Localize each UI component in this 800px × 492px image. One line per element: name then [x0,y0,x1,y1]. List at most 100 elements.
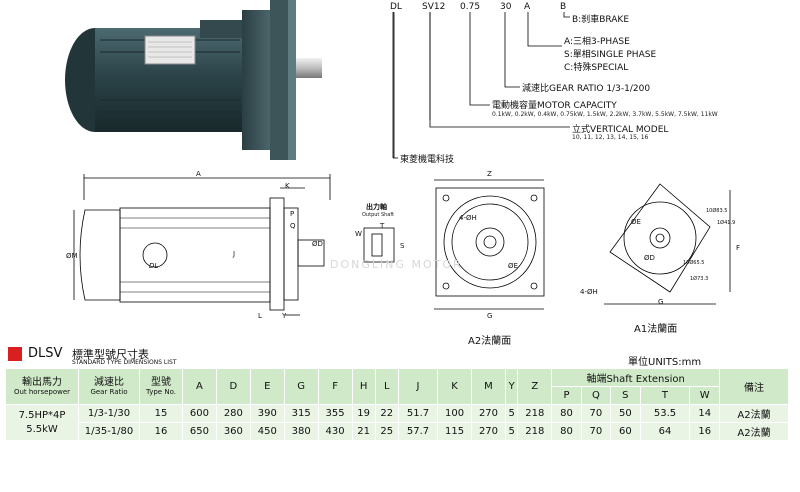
shaft-cell: 80 [551,422,582,441]
a2-label-g: G [487,312,493,320]
code-part-ratio: 30 [500,2,512,12]
code-brake-line: B:刹車BRAKE [572,15,630,25]
code-part-series: SV12 [422,2,446,12]
header-dim: H [351,368,376,405]
dim-cell: 5 [504,404,519,423]
section-title-bar: DLSV 標準型號尺寸表 STANDARD TYPE DIMENSIONS LI… [0,345,800,368]
type-cell: 16 [139,422,183,441]
table-row: 1/35-1/80 16 650 360 450 380 430 21 25 5… [6,422,789,441]
motor-photo [65,0,322,160]
dim-label-d: ØD [312,240,323,248]
code-three-phase-line: A:三相3-PHASE [564,37,630,47]
header-dim: L [374,368,399,405]
a1-label-dim2: 10Ø83.5 [706,208,728,214]
header-dim: G [283,368,319,405]
a1-label-g: G [658,298,664,306]
shaft-cell: 16 [689,422,720,441]
a1-label-f: F [736,244,741,252]
dim-cell: 270 [471,422,506,441]
header-dim: K [437,368,473,405]
section-title-cn: 標準型號尺寸表 [72,348,149,361]
header-shaft: P [551,386,582,405]
dim-label-k: K [285,182,290,190]
code-capacity-options: 0.1kW, 0.2kW, 0.4kW, 0.75kW, 1.5kW, 2.2k… [492,111,718,118]
code-special-line: C:特殊SPECIAL [564,63,629,73]
dim-cell: 600 [182,404,217,423]
header-note: 備注 [719,368,789,405]
shaft-cell: 14 [689,404,720,423]
type-cell: 15 [139,404,183,423]
shaft-subtitle: Output Shaft [362,212,394,218]
units-label: 單位UNITS:mm [628,357,702,368]
header-dim: A [182,368,217,405]
header-dim: J [397,368,439,405]
code-part-phase: A [524,2,531,12]
dim-label-q: Q [290,222,296,230]
header-dim: F [317,368,353,405]
code-company-line: 東菱機電科技 [400,155,455,165]
header-dim: Y [504,368,519,405]
code-gear-ratio-line: 減速比GEAR RATIO 1/3-1/200 [522,84,651,94]
dim-cell: 355 [317,404,353,423]
top-section: DL SV12 0.75 30 A B B:刹車BRAKE A:三相3-PHAS… [0,0,800,170]
shaft-cell: 64 [639,422,691,441]
dim-cell: 19 [351,404,376,423]
header-shaft: T [639,386,691,405]
shaft-cell: 70 [580,404,612,423]
header-shaft: W [689,386,720,405]
dim-cell: 650 [182,422,217,441]
a1-label-d: ØD [644,254,655,262]
note-cell: A2法蘭 [719,404,789,423]
code-vertical-options: 10, 11, 12, 13, 14, 15, 16 [572,134,649,141]
dim-label-j: J [233,250,236,258]
dim-label-y: Y [282,312,287,320]
dim-label-m: ØM [66,252,78,260]
note-cell: A2法蘭 [719,422,789,441]
section-title-en: STANDARD TYPE DIMENSIONS LIST [72,359,177,366]
side-view-drawing [73,174,331,316]
shaft-detail-drawing [363,227,395,263]
shaft-cell: 53.5 [639,404,691,423]
dimension-drawings: A K P Q ØD ØM J L Y DL 出力軸 Output Shaft … [0,170,800,347]
a2-flange-drawing [434,179,545,310]
section-code: DLSV [28,346,63,361]
dim-cell: 380 [283,422,319,441]
dim-cell: 315 [283,404,319,423]
dim-label-a: A [196,170,201,178]
dim-cell: 21 [351,422,376,441]
dim-cell: 270 [471,404,506,423]
code-part-dl: DL [390,2,402,12]
a2-label-z: Z [487,170,492,178]
ratio-cell: 1/3-1/30 [78,404,140,423]
shaft-cell: 70 [580,422,612,441]
code-vertical-model-line: 立式VERTICAL MODEL [572,125,669,135]
model-code-breakdown: DL SV12 0.75 30 A B B:刹車BRAKE A:三相3-PHAS… [370,0,800,170]
dim-cell: 115 [437,422,473,441]
a1-label-holes: 4-ØH [580,288,598,296]
dim-cell: 218 [517,404,553,423]
code-leader-lines [392,12,570,159]
dim-cell: 450 [249,422,285,441]
header-shaft-group: 軸端Shaft Extension [551,368,720,387]
shaft-cell: 80 [551,404,582,423]
dim-cell: 5 [504,422,519,441]
dim-cell: 360 [215,422,251,441]
code-motor-capacity-line: 電動機容量MOTOR CAPACITY [492,101,617,111]
dim-cell: 390 [249,404,285,423]
header-dim: E [249,368,285,405]
header-dim: M [471,368,506,405]
a2-label-e: ØE [508,262,518,270]
shaft-cell: 60 [610,422,641,441]
header-dim: Z [517,368,553,405]
a1-label-dim4: 1Ø73.3 [690,276,709,282]
dim-cell: 218 [517,422,553,441]
header-shaft: Q [580,386,612,405]
dim-cell: 100 [437,404,473,423]
section-marker-icon [8,347,22,361]
table-row: 7.5HP*4P 5.5kW 1/3-1/30 15 600 280 390 3… [5,404,789,441]
watermark: DONGLING MOTOR [330,258,463,271]
code-part-brake: B [560,2,567,12]
